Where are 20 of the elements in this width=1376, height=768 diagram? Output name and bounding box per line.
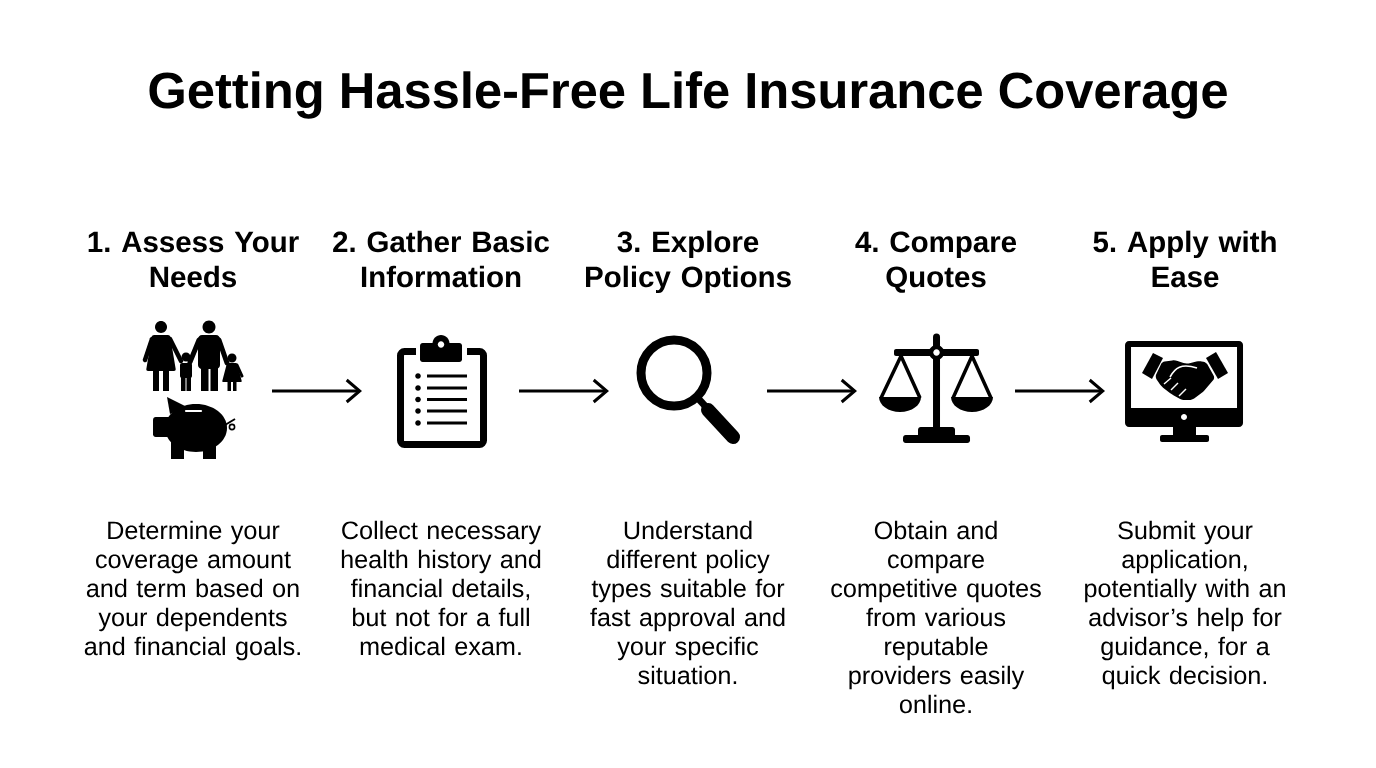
step-description: Determine your coverage amount and term based on your dependents and financial goals. xyxy=(84,520,300,661)
step-heading: 3. Explore Policy Options xyxy=(586,230,791,294)
arrow xyxy=(519,378,609,404)
step-heading: 4. Compare Quotes xyxy=(855,231,1017,293)
clipboard-checklist-icon xyxy=(397,335,487,448)
balance-scale-icon xyxy=(879,333,993,443)
step-description: Obtain and compare competitive quotes from various reputable providers easily online. xyxy=(831,520,1041,714)
monitor-handshake-icon xyxy=(1125,341,1243,442)
family-and-piggy-bank-icon xyxy=(142,320,244,459)
step-heading: 5. Apply with Ease xyxy=(1093,230,1276,288)
arrow xyxy=(767,378,857,404)
step-description: Submit your application, potentially with an advisor’s help for guidance, for a quick decision. xyxy=(1085,520,1285,690)
step-heading: 1. Assess Your Needs xyxy=(88,231,299,288)
arrow xyxy=(272,378,362,404)
title: Getting Hassle-Free Life Insurance Coverage xyxy=(149,71,1227,119)
step-heading: 2. Gather Basic Information xyxy=(333,230,549,288)
arrow xyxy=(1015,378,1105,404)
step-description: Collect necessary health history and financial details, but not for a full medical exam. xyxy=(341,520,542,656)
step-description: Understand different policy types suitable for fast approval and your specific situation. xyxy=(590,520,785,685)
magnifying-glass-icon xyxy=(636,335,740,444)
